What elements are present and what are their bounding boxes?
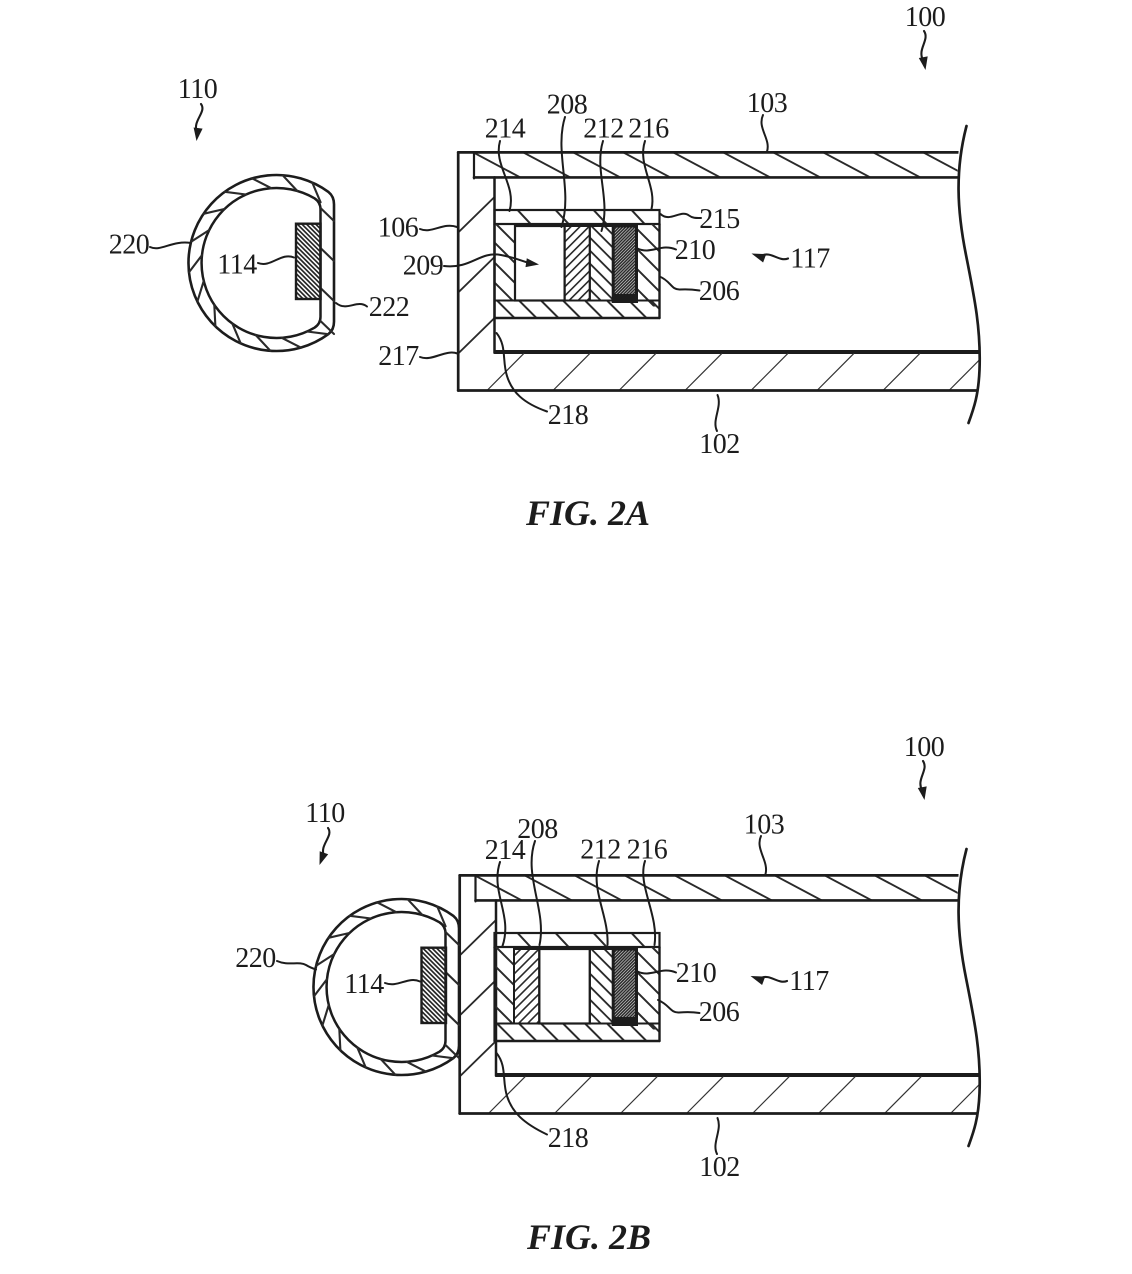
svg-text:212: 212	[583, 114, 624, 145]
svg-text:222: 222	[369, 292, 410, 323]
svg-text:216: 216	[627, 835, 668, 866]
svg-text:208: 208	[547, 90, 588, 121]
svg-text:210: 210	[676, 958, 717, 989]
svg-text:214: 214	[485, 835, 526, 866]
svg-text:220: 220	[109, 230, 150, 261]
svg-text:114: 114	[217, 250, 257, 281]
svg-text:117: 117	[789, 966, 829, 997]
svg-text:110: 110	[178, 74, 217, 105]
svg-text:216: 216	[628, 114, 669, 145]
svg-text:FIG. 2A: FIG. 2A	[525, 493, 650, 533]
svg-text:103: 103	[744, 810, 785, 841]
svg-text:102: 102	[699, 1152, 740, 1183]
svg-text:114: 114	[344, 969, 384, 1000]
svg-text:214: 214	[485, 114, 526, 145]
svg-text:210: 210	[675, 235, 716, 266]
svg-text:206: 206	[699, 276, 740, 307]
svg-text:215: 215	[699, 204, 740, 235]
svg-text:218: 218	[548, 400, 589, 431]
svg-text:217: 217	[378, 341, 419, 372]
svg-text:209: 209	[403, 251, 444, 282]
svg-text:100: 100	[905, 2, 946, 33]
svg-text:110: 110	[305, 798, 344, 829]
svg-text:212: 212	[580, 835, 621, 866]
svg-text:100: 100	[904, 732, 945, 763]
svg-text:103: 103	[747, 88, 788, 119]
svg-text:106: 106	[378, 213, 419, 244]
svg-text:FIG. 2B: FIG. 2B	[526, 1217, 651, 1257]
svg-text:206: 206	[699, 997, 740, 1028]
svg-text:220: 220	[235, 943, 276, 974]
svg-text:117: 117	[790, 244, 830, 275]
svg-text:102: 102	[699, 429, 740, 460]
svg-text:218: 218	[548, 1123, 589, 1154]
svg-text:208: 208	[517, 814, 558, 845]
